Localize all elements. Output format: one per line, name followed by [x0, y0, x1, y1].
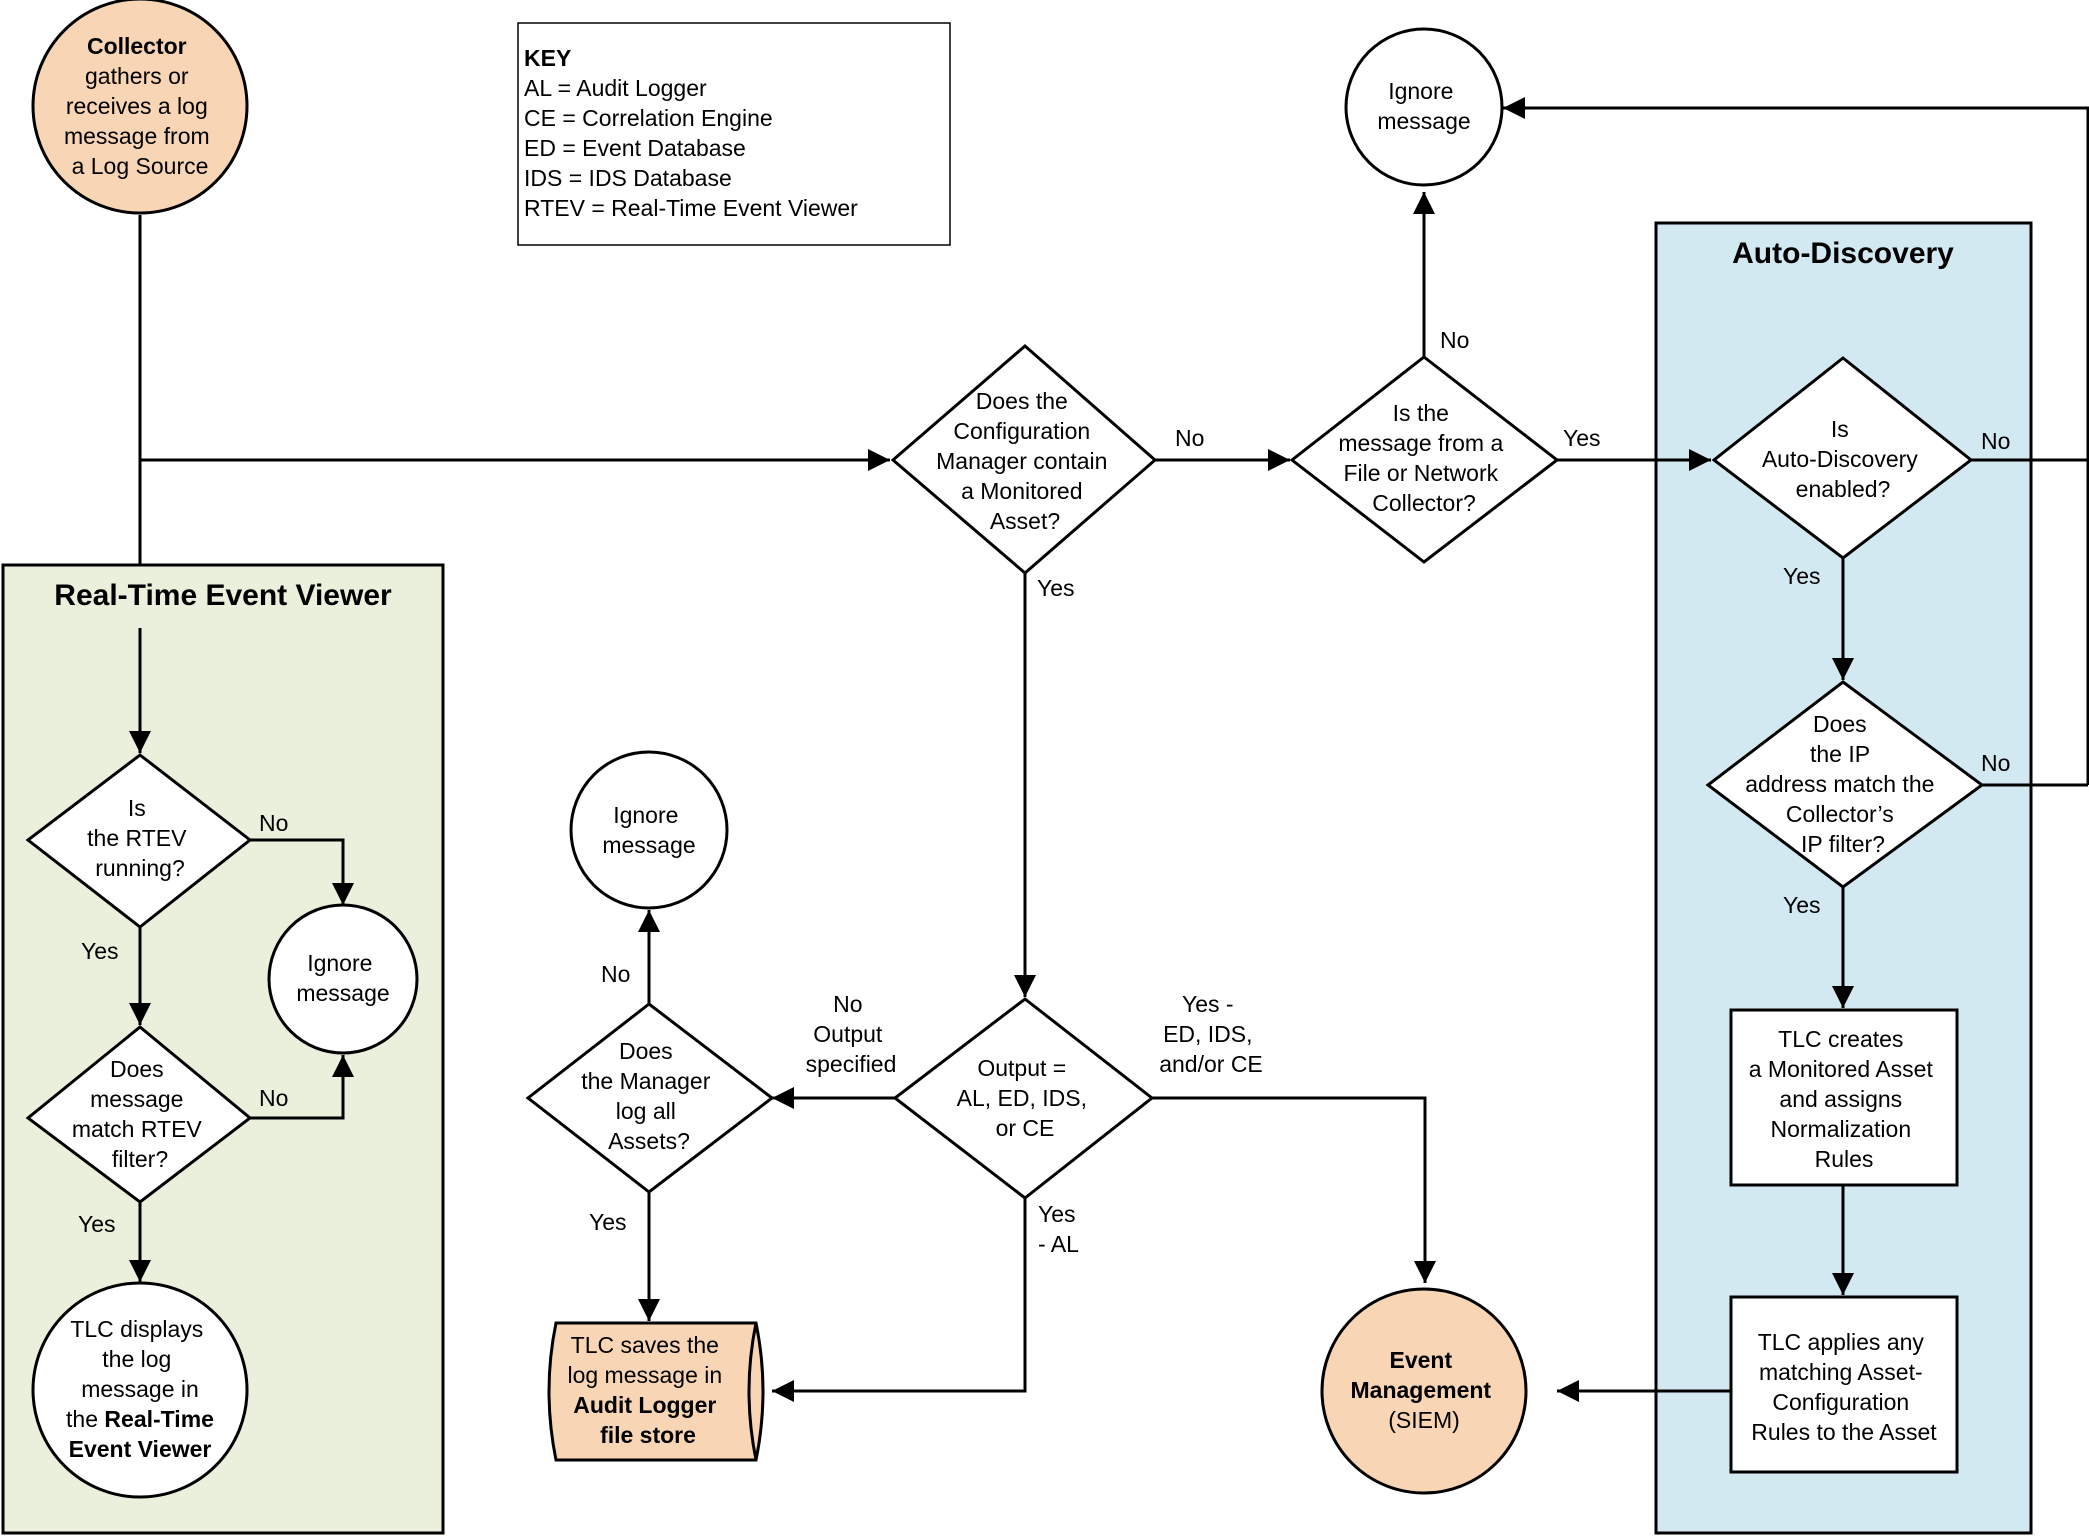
rtev-running-decision [25, 753, 253, 929]
ignore-message-rtev [267, 903, 419, 1055]
edge-label: Yes [81, 938, 119, 964]
edge-label-multiline: No Output specified [806, 991, 897, 1077]
event-management-node [1320, 1287, 1528, 1495]
key-text: KEY AL = Audit Logger CE = Correlation E… [524, 45, 858, 221]
tlc-creates-box [1729, 1008, 1959, 1187]
edge-label: No [1175, 425, 1204, 451]
manager-log-all-text: Does the Manager log all Assets? [581, 1038, 717, 1154]
key-box [517, 22, 951, 246]
collector-node [31, 0, 249, 215]
tlc-displays-node [31, 1281, 249, 1499]
key-item: RTEV = Real-Time Event Viewer [524, 195, 858, 221]
audit-logger-store [547, 1321, 765, 1462]
edge-label: Yes [1783, 563, 1821, 589]
config-manager-text: Does the Configuration Manager contain a… [936, 388, 1114, 534]
ignore-message-top [1344, 27, 1504, 187]
auto-discovery-enabled-text: Is Auto-Discovery enabled? [1762, 416, 1924, 502]
edge-label: No [1981, 428, 2010, 454]
file-network-text: Is the message from a File or Network Co… [1338, 400, 1509, 516]
ip-filter-decision [1705, 680, 1985, 889]
config-manager-decision [890, 344, 1158, 575]
collector-text: Collector gathers or receives a log mess… [64, 33, 216, 179]
edge-label: No [259, 1085, 288, 1111]
edge-label: No [601, 961, 630, 987]
rtev-filter-decision [25, 1025, 253, 1204]
key-title: KEY [524, 45, 571, 71]
event-management-text: Event Management (SIEM) [1351, 1347, 1498, 1433]
file-network-decision [1289, 355, 1560, 564]
output-decision [892, 997, 1155, 1200]
key-item: CE = Correlation Engine [524, 105, 773, 131]
edges [129, 97, 2089, 1402]
key-item: AL = Audit Logger [524, 75, 707, 101]
ignore-rtev-text: Ignore message [296, 950, 389, 1006]
edge-label: No [1440, 327, 1469, 353]
output-text: Output = AL, ED, IDS, or CE [957, 1055, 1094, 1141]
rtev-running-text: Is the RTEV running? [87, 795, 193, 881]
edge-label: Yes [589, 1209, 627, 1235]
tlc-applies-text: TLC applies any matching Asset- Configur… [1751, 1329, 1937, 1445]
auto-discovery-panel-title: Auto-Discovery [1732, 237, 1954, 270]
edge-label: Yes [1563, 425, 1601, 451]
edge-label-multiline: Yes - AL [1038, 1201, 1082, 1257]
tlc-displays-text: TLC displays the log message in [70, 1316, 209, 1402]
edge-label: No [259, 810, 288, 836]
manager-log-all-decision [525, 1002, 775, 1194]
edge-label: No [1981, 750, 2010, 776]
audit-logger-store-text: TLC saves the log message in Audit Logge… [567, 1332, 728, 1448]
key-item: IDS = IDS Database [524, 165, 732, 191]
ignore-message-mid [569, 750, 729, 910]
edge-label: Yes [78, 1211, 116, 1237]
edge-label: Yes [1037, 575, 1075, 601]
rtev-panel-title: Real-Time Event Viewer [54, 579, 392, 612]
ignore-top-text: Ignore message [1377, 78, 1470, 134]
tlc-creates-text: TLC creates a Monitored Asset and assign… [1749, 1026, 1940, 1172]
tlc-displays-text-line5: Event Viewer [69, 1436, 212, 1462]
tlc-displays-text-line4: the Real-Time [66, 1406, 214, 1432]
edge-label-multiline: Yes - ED, IDS, and/or CE [1159, 991, 1263, 1077]
edge-label: Yes [1783, 892, 1821, 918]
tlc-applies-box [1729, 1295, 1959, 1474]
ignore-mid-text: Ignore message [602, 802, 695, 858]
key-item: ED = Event Database [524, 135, 746, 161]
auto-discovery-decision [1711, 356, 1974, 560]
ip-filter-text: Does the IP address match the Collector’… [1745, 711, 1941, 857]
rtev-filter-text: Does message match RTEV filter? [72, 1056, 208, 1172]
